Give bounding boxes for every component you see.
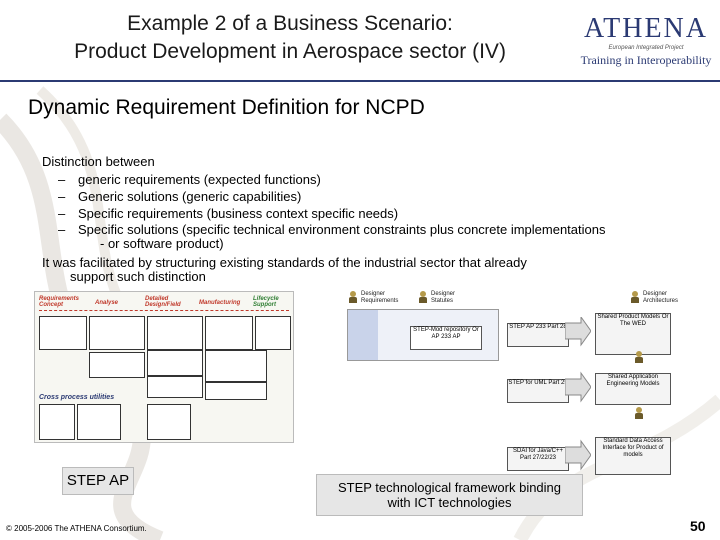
framework-caption-line-2: with ICT technologies (387, 495, 512, 510)
repository-screenshot: STEP-Mod repository Or AP 233 AP (347, 309, 499, 361)
ap-box (147, 316, 203, 350)
ap-box (147, 350, 203, 376)
ap-box (39, 404, 75, 440)
arrow (565, 439, 591, 471)
model-box: Standard Data Access Interface for Produ… (595, 437, 671, 475)
cross-process-label: Cross process utilities (39, 394, 115, 401)
step-ap-diagram: Requirements Concept Analyse Detailed De… (34, 291, 294, 443)
model-box: Shared Application Engineering Models (595, 373, 671, 405)
facilitated-line-1: It was facilitated by structuring existi… (42, 255, 527, 270)
bullet-item: –Specific solutions (specific technical … (58, 222, 606, 237)
framework-caption: STEP technological framework binding wit… (316, 474, 583, 516)
stage-label: Analyse (95, 300, 119, 306)
ap-box (147, 404, 191, 440)
ap-box (39, 316, 87, 350)
ap-box (89, 316, 145, 350)
stage-label: Detailed Design/Field (145, 296, 181, 308)
stage-label: Manufacturing (199, 300, 241, 306)
stage-label: Requirements Concept (39, 296, 80, 308)
person-icon (635, 351, 643, 363)
standard-box: STEP for UML Part 25 (507, 379, 569, 403)
page-title: Example 2 of a Business Scenario: Produc… (20, 10, 560, 66)
diagram-label: Designer Requirements (361, 291, 399, 304)
diagram-label: Designer Statutes (431, 291, 456, 304)
person-icon (635, 407, 643, 419)
ap-box (205, 316, 253, 350)
bullet-item: –Specific requirements (business context… (58, 206, 399, 221)
logo-tagline: Training in Interoperability (580, 53, 712, 67)
bullet-text: Specific solutions (specific technical e… (78, 222, 606, 237)
page-number: 50 (690, 518, 706, 534)
bullet-item: –generic requirements (expected function… (58, 172, 321, 187)
title-line-1: Example 2 of a Business Scenario: (127, 12, 453, 35)
framework-caption-line-1: STEP technological framework binding (337, 480, 562, 495)
facilitated-line-2: support such distinction (70, 269, 206, 284)
distinction-label: Distinction between (42, 154, 155, 169)
arrow-group (565, 317, 591, 471)
bullet-text: Specific requirements (business context … (78, 206, 399, 221)
diagram-label: Designer Architectures (643, 291, 679, 304)
copyright-footer: © 2005-2006 The ATHENA Consortium. (6, 524, 147, 533)
stage-label: Lifecycle Support (253, 296, 279, 308)
arrow (565, 371, 591, 403)
ap-box (205, 382, 267, 400)
ap-box (89, 352, 145, 378)
bullet-text: Generic solutions (generic capabilities) (78, 189, 302, 204)
title-line-2: Product Development in Aerospace sector … (74, 40, 506, 63)
person-icon (631, 291, 639, 303)
section-title: Dynamic Requirement Definition for NCPD (28, 96, 425, 119)
step-ap-caption: STEP AP (62, 467, 134, 495)
bullet-text: generic requirements (expected functions… (78, 172, 321, 187)
person-icon (419, 291, 427, 303)
person-icon (349, 291, 357, 303)
model-box: Shared Product Models Or The WED (595, 313, 671, 355)
ap-box (255, 316, 291, 350)
logo-wordmark: ATHENA (584, 13, 708, 44)
process-line (39, 310, 289, 312)
athena-logo: ATHENA European Integrated Project Train… (576, 14, 716, 70)
logo-subtitle: European Integrated Project (608, 45, 684, 51)
standard-box: STEP AP 233 Part 28 (507, 323, 569, 347)
bullet-item: –Generic solutions (generic capabilities… (58, 189, 302, 204)
bullet-continuation: - or software product) (100, 236, 224, 251)
repository-box: STEP-Mod repository Or AP 233 AP (410, 326, 482, 350)
ap-box (147, 376, 203, 398)
arrow (565, 317, 591, 347)
standard-box: SDAI for Java/C++ Part 27/22/23 (507, 447, 569, 471)
header-divider (0, 80, 720, 82)
framework-diagram: Designer Requirements Designer Statutes … (345, 287, 715, 477)
ap-box (77, 404, 121, 440)
ap-box (205, 350, 267, 382)
